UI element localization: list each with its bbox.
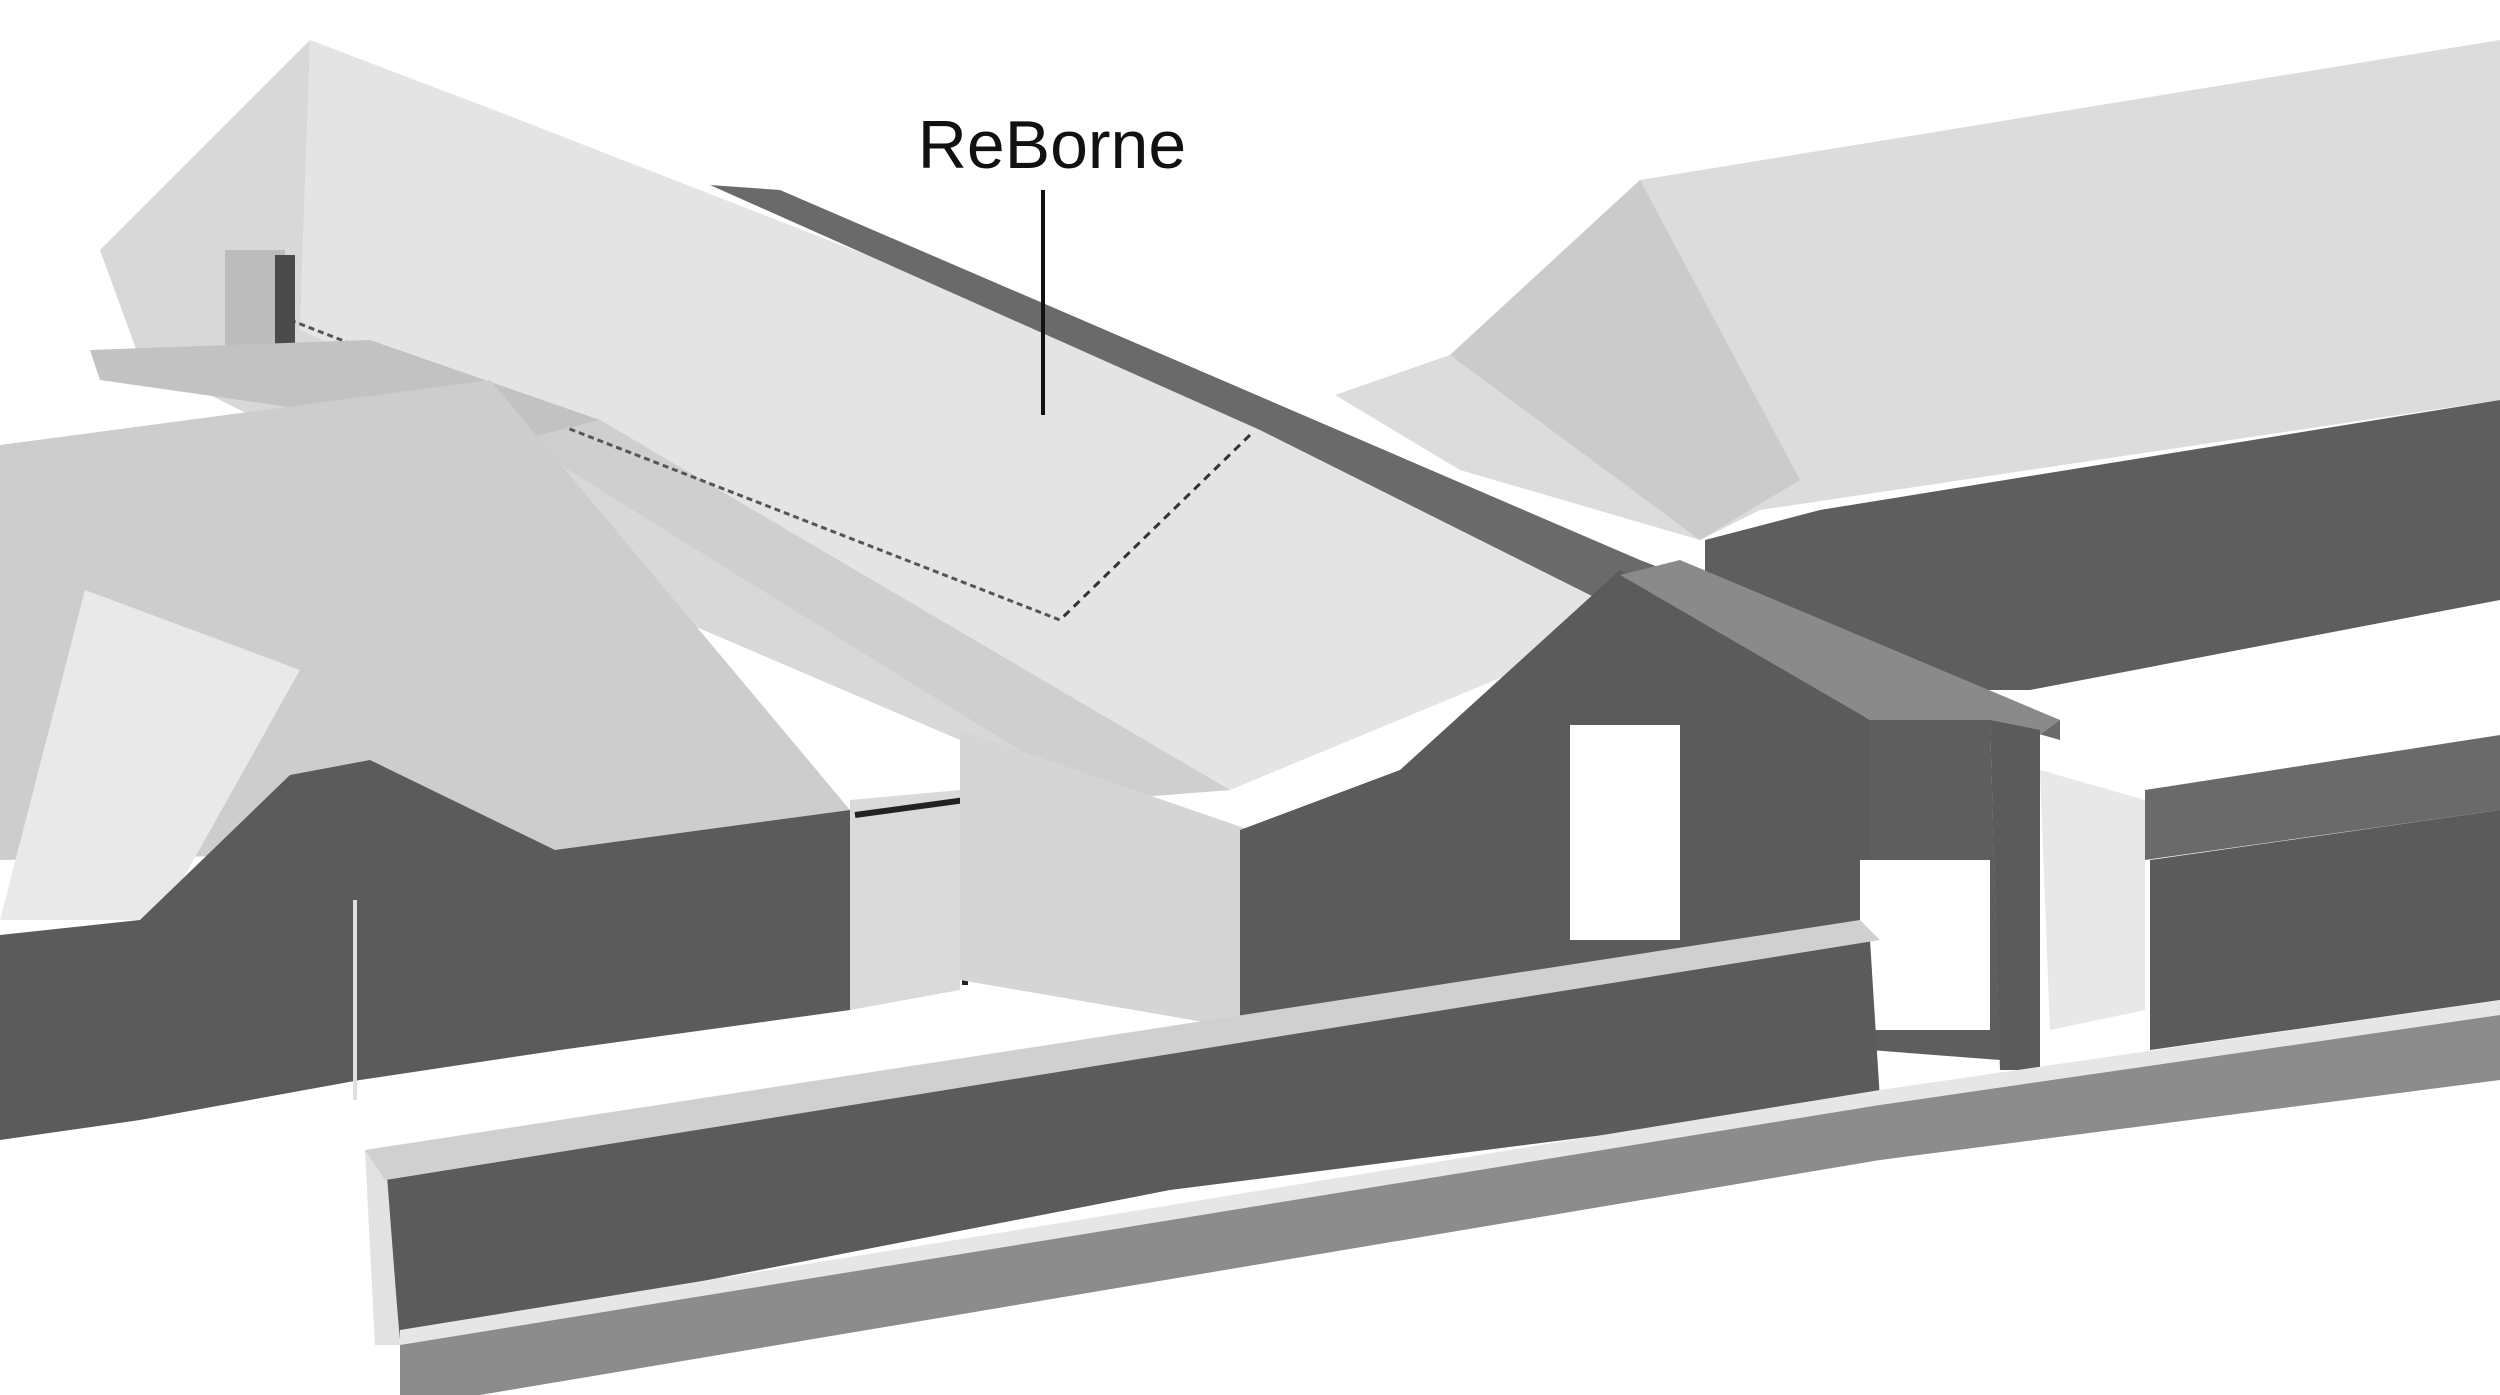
left-passage [850, 790, 960, 1010]
right-building-roof-hip [1450, 180, 1800, 540]
left-building [0, 380, 968, 1140]
central-roof-lower-band [520, 420, 1230, 800]
right-lower-wall [2150, 810, 2500, 1050]
reborne-annotation: ReBorne [918, 107, 1186, 415]
right-lower-roof [2145, 735, 2500, 860]
central-roof-back-slope [300, 40, 1640, 790]
porch-door [1860, 860, 1990, 1030]
left-building-wall-dark [0, 760, 850, 1140]
front-ground-highlight [400, 1000, 2500, 1345]
right-lower-wall-side [2040, 770, 2145, 1030]
left-building-gable [0, 590, 300, 920]
right-building-wall [1705, 400, 2500, 690]
porch-roof [1620, 560, 2060, 735]
central-house-side-wall [960, 730, 1250, 1030]
chimney-shadow [275, 255, 295, 350]
front-wall-top [365, 920, 1880, 1180]
annotation-label: ReBorne [918, 107, 1186, 183]
roof-eave-line [289, 318, 1061, 622]
front-wall-end [365, 1150, 400, 1345]
central-house-gable [1240, 570, 1870, 1050]
central-house [960, 560, 2060, 1070]
right-building [1335, 40, 2500, 690]
front-wall-face [385, 940, 1880, 1340]
central-house-window [1570, 725, 1680, 940]
porch-post [1990, 720, 2040, 1070]
roof-seam-line [1058, 433, 1252, 622]
front-ground-strip [400, 1010, 2500, 1395]
right-lower-building [2040, 735, 2500, 1050]
front-wall [365, 920, 2500, 1395]
